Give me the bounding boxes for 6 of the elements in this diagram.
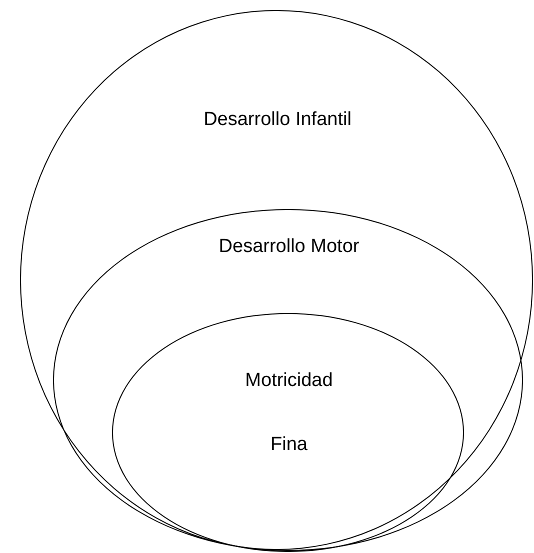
- category-label: Desarrollo Motor: [218, 235, 360, 259]
- category-label: Desarrollo Infantil: [202, 108, 352, 132]
- category-ellipse: [53, 209, 523, 551]
- category-ellipse: [112, 313, 464, 552]
- category-label: Motricidad Fina: [244, 369, 334, 457]
- category-ellipse: [20, 10, 533, 550]
